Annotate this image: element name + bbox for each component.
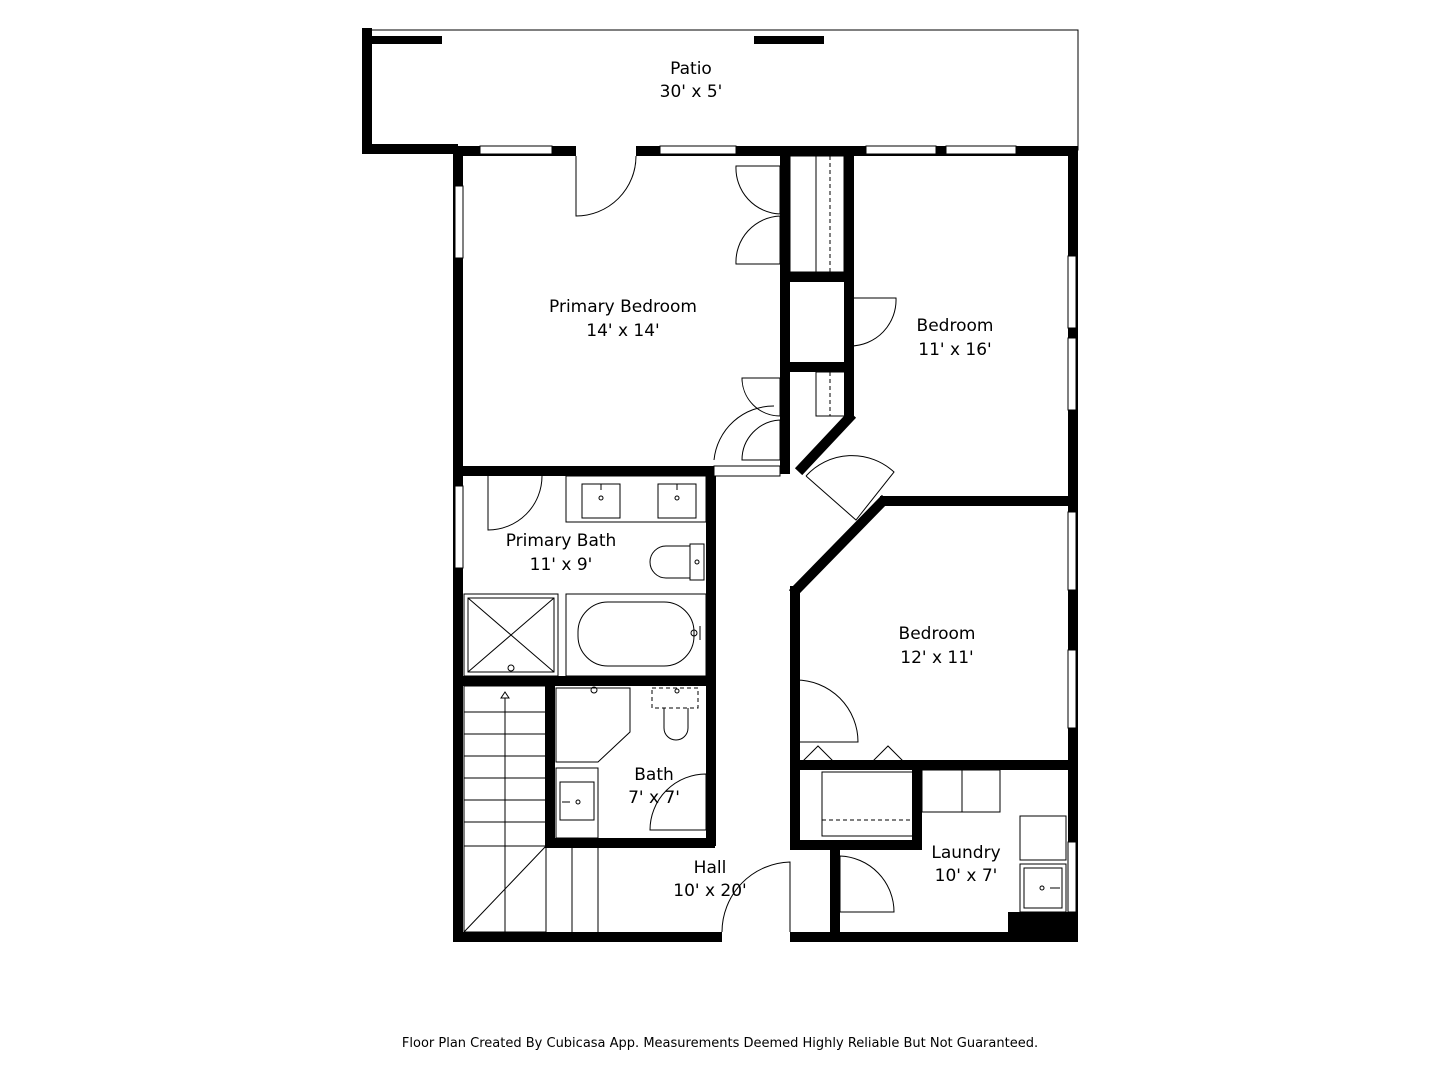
doors <box>487 155 907 933</box>
bath-name: Bath <box>634 765 674 785</box>
primary-bath-size: 11' x 9' <box>530 555 593 575</box>
doorway <box>714 466 780 476</box>
bath-fixtures <box>555 686 699 839</box>
laundry-size: 10' x 7' <box>935 866 998 886</box>
hall-size: 10' x 20' <box>673 881 746 901</box>
laundry-fixtures <box>921 769 1067 913</box>
door-openings <box>576 146 790 942</box>
laundry-name: Laundry <box>931 843 1000 863</box>
diagonal-walls <box>788 410 890 598</box>
primary-bedroom-name: Primary Bedroom <box>549 297 697 317</box>
interior-walls <box>458 154 1074 938</box>
stairs <box>463 685 599 933</box>
windows <box>454 145 1077 913</box>
primary-bath-name: Primary Bath <box>506 531 617 551</box>
bedroom-1-name: Bedroom <box>917 316 994 336</box>
primary-bath-fixtures <box>463 475 707 677</box>
footer-disclaimer: Floor Plan Created By Cubicasa App. Meas… <box>402 1036 1038 1051</box>
bedroom-2-size: 12' x 11' <box>900 648 973 668</box>
bedroom-1-size: 11' x 16' <box>918 340 991 360</box>
closet-shelves <box>789 155 915 837</box>
hall-name: Hall <box>694 858 727 878</box>
bath-size: 7' x 7' <box>628 788 680 808</box>
bedroom-2-name: Bedroom <box>899 624 976 644</box>
patio-name: Patio <box>670 59 712 79</box>
primary-bedroom-size: 14' x 14' <box>586 321 659 341</box>
room-labels: Patio 30' x 5' Primary Bedroom 14' x 14'… <box>506 59 1001 901</box>
patio-size: 30' x 5' <box>660 82 723 102</box>
